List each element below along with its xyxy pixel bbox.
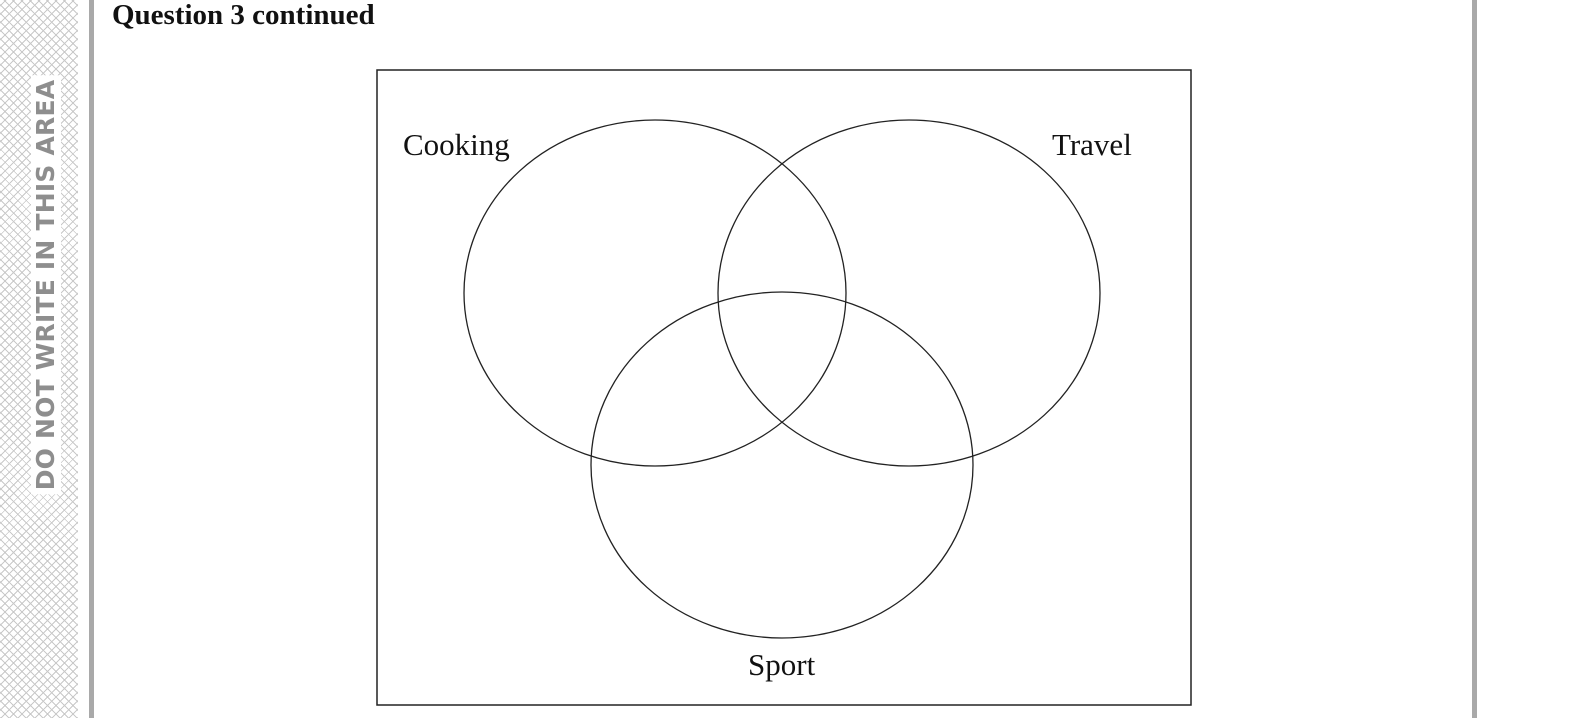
venn-circle-sport xyxy=(590,291,974,639)
venn-label-sport: Sport xyxy=(748,647,816,682)
venn-circle-cooking xyxy=(463,119,847,467)
venn-universal-set-box xyxy=(376,69,1192,706)
question-heading: Question 3 continued xyxy=(112,0,375,31)
do-not-write-margin: DO NOT WRITE IN THIS AREA xyxy=(0,0,78,718)
venn-label-travel: Travel xyxy=(1052,127,1132,162)
venn-circle-travel xyxy=(717,119,1101,467)
venn-label-cooking: Cooking xyxy=(403,127,510,162)
page-border-left xyxy=(89,0,94,718)
page-border-right xyxy=(1472,0,1477,718)
